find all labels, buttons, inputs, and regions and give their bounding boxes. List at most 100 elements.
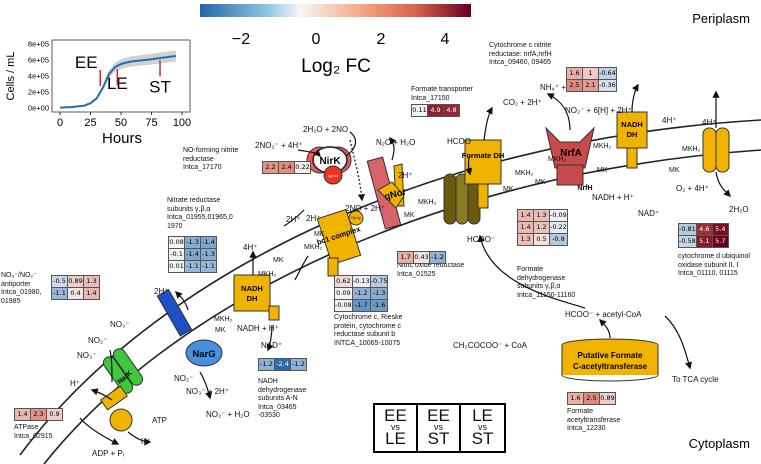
nark-transporter: NarK — [102, 348, 144, 394]
heatmap-cell: -1.2 — [258, 358, 275, 371]
cylinder-outline — [561, 345, 659, 382]
heatmap-row: 0.08-1.3-1.4 — [168, 236, 217, 249]
heatmap-cell: -2.4 — [274, 358, 291, 371]
periplasm-label: Periplasm — [692, 11, 750, 26]
legend-phase-b: ST — [427, 429, 450, 448]
mk-label: MK — [535, 179, 546, 186]
legend-vs: vs — [434, 422, 443, 432]
bc1-complex: bc1 complex — [316, 208, 362, 277]
reaction-nh4: NH₄⁺ + 2H₂O — [540, 83, 588, 92]
legend-phase-b: ST — [471, 429, 494, 448]
nadh-dh-left-label-line: DH — [247, 294, 258, 303]
heatmap-cell: -1.2 — [290, 358, 307, 371]
growth-ylabel: Cells / mL — [5, 52, 17, 101]
heatmap-cell: 2.3 — [30, 408, 47, 421]
phase-label: LE — [107, 74, 128, 93]
nadh-dh-right-head — [616, 111, 648, 149]
heatmap-cell: -0.5 — [51, 275, 68, 288]
heatmap-caption: Nitrate reductase subunits γ,β,α Intca_0… — [167, 197, 233, 230]
heatmap-cell: 0.22 — [294, 161, 311, 174]
heatmap-cell: 1.3 — [83, 275, 100, 288]
mkh2-label: MKH₂ — [418, 199, 437, 206]
mkh2-label: MKH₂ — [515, 170, 534, 177]
legend-le-st: LE vs ST — [461, 405, 504, 451]
nrfa-protein: NrfA NrfH — [545, 126, 595, 192]
legend-phase-a: LE — [472, 406, 493, 425]
reaction-nad-right: NAD⁺ — [638, 209, 660, 218]
heatmap-caption: NO-forming nitrite reductase Intca_17170 — [183, 147, 239, 171]
heatmap-cell: 0.9 — [46, 408, 63, 421]
legend-phase-a: EE — [384, 406, 407, 425]
heatmap-cell: 0.5 — [533, 233, 550, 246]
heatmap-row: -1.2-2.4-1.2 — [258, 358, 307, 371]
transporter-helix — [443, 173, 457, 225]
formate-dh-head — [464, 139, 502, 185]
heatmap-row: -0.08-1.7-1.6 — [334, 299, 389, 312]
atpase-head — [109, 408, 133, 432]
heatmap-caption: NADH dehydrogenase subunits A-N Intca_03… — [258, 378, 307, 419]
heatmap-cell: 2.2 — [262, 161, 279, 174]
heatmap-cell: 0.01 — [168, 260, 185, 273]
mk-label: MK — [404, 212, 415, 219]
heatmap-cell: 0.08 — [168, 236, 185, 249]
cytoplasm-label: Cytoplasm — [689, 436, 750, 451]
reaction-no2-mid: NO₂⁻ — [174, 374, 194, 383]
reaction-no2-h2o: NO₂⁻ + H₂O — [206, 410, 250, 419]
mk-label: MK — [669, 167, 680, 174]
heatmap-caption: Nitric oxide reductase Intca_01525 — [397, 262, 465, 278]
heatmap-cell: -1.4 — [200, 236, 217, 249]
heatmap-cell: 0.43 — [413, 251, 430, 264]
heatmap-row: 0.09-1.2-1.3 — [334, 287, 389, 300]
heatmap-cell: 4.8 — [443, 104, 460, 117]
mkh2-label: MKH₂ — [593, 143, 612, 150]
heatmap-cell: -1.2 — [429, 251, 446, 264]
growth-xlabel: Hours — [102, 130, 142, 147]
reaction-nadh-left: NADH + H⁺ — [237, 324, 279, 333]
growth-confidence-band — [60, 50, 176, 108]
mkh2-label: MKH₂ — [682, 146, 701, 153]
cyt-cd-heme — [323, 165, 343, 185]
growth-xtick: 25 — [84, 117, 96, 129]
narg-body — [185, 339, 223, 367]
nadh-dh-right-label-line: NADH — [621, 120, 643, 129]
growth-ytick: 6e+05 — [28, 56, 49, 65]
heatmap-caption: Cytochrome c, Rieske protein, cytochrome… — [334, 314, 403, 347]
heatmap-caption: NO₃⁻/NO₂⁻ antiporter Intca_01980, 01985 — [1, 272, 42, 305]
qnor-cap — [377, 181, 405, 209]
heatmap-cell: 1.2 — [533, 221, 550, 234]
heatmap-cell: 1.3 — [517, 233, 534, 246]
reaction-no2-in: 2NO₂⁻ + 4H⁺ — [255, 141, 303, 150]
phase-label: ST — [149, 77, 171, 96]
reaction-pyruvate: CH₃COCOO⁻ + CoA — [453, 341, 527, 350]
formate-dh-label: Formate DH — [462, 151, 505, 160]
nark-helix — [112, 348, 144, 386]
nrfh-label: NrfH — [577, 185, 592, 192]
reaction-no3-top: NO₃⁻ — [110, 320, 130, 329]
heatmap-cell: 0.4 — [67, 287, 84, 300]
heatmap-cell: -0.64 — [598, 67, 617, 80]
nadh-dh-right: NADH DH — [616, 111, 648, 169]
heatmap-cell: -1.4 — [184, 248, 201, 261]
heatmap-cell: 2.1 — [582, 79, 599, 92]
heatmap-cell: 1.4 — [14, 408, 31, 421]
qnor-protein: qNor — [366, 156, 408, 230]
cyt-bd-helix — [715, 127, 730, 173]
nadh-dh-right-anchor — [626, 147, 638, 169]
growth-ytick: 8e+05 — [28, 40, 49, 49]
heatmap-caption: ATPase Intca_02915 — [14, 424, 53, 440]
nadh-dh-left: NADH DH — [233, 274, 280, 321]
